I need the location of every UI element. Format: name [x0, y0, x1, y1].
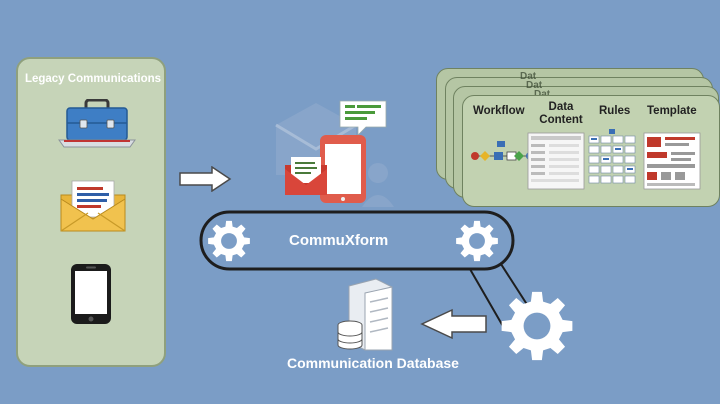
rules-grid-icon	[588, 129, 636, 184]
legacy-communications-title: Legacy Communications	[24, 73, 162, 85]
left-gear-icon	[208, 220, 250, 262]
right-gear-icon	[456, 220, 498, 262]
smartphone-icon	[71, 264, 111, 324]
data-content-label-line2: Content	[539, 114, 583, 127]
data-content-form-icon	[527, 132, 585, 190]
template-page-icon	[643, 132, 701, 190]
left-arrow-icon	[420, 308, 487, 340]
envelope-icon	[60, 180, 126, 232]
ghost-label-2: Dat	[526, 80, 543, 91]
data-content-label-line1: Data	[548, 101, 574, 113]
workflow-label: Workflow	[473, 105, 525, 117]
tablet-icon	[320, 135, 366, 203]
ghost-label-1: Dat	[520, 71, 537, 82]
right-arrow-icon	[179, 166, 232, 192]
conveyor-belt	[199, 210, 515, 271]
envelope-icon	[285, 157, 327, 195]
commuxform-label: CommuXform	[289, 232, 389, 249]
speech-bubble-icon	[339, 100, 387, 136]
data-content-label: Data Content	[537, 101, 585, 127]
rules-label: Rules	[599, 105, 631, 117]
ghost-label-3: Dat	[534, 89, 550, 100]
legacy-communications-panel: Legacy Communications	[16, 57, 166, 367]
drive-gear-icon	[501, 291, 573, 361]
configuration-card: Workflow Data Content Rules Template	[462, 95, 720, 207]
database-server-icon	[337, 278, 393, 351]
communication-database-label: Communication Database	[287, 355, 459, 371]
template-label: Template	[647, 105, 697, 117]
communication-devices-illustration	[275, 100, 394, 207]
briefcase-icon	[58, 99, 136, 148]
